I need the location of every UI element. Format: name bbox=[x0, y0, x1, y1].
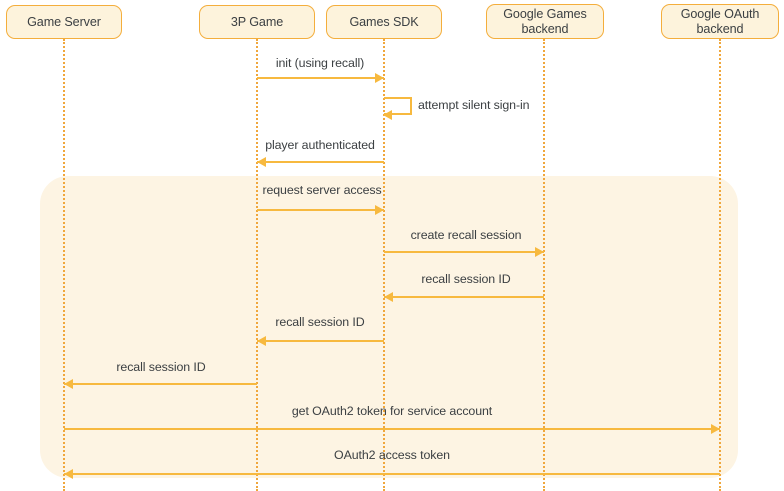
message-line-recall-session-id-3 bbox=[64, 383, 257, 385]
recall-highlight-region bbox=[40, 176, 738, 478]
message-line-player-authenticated bbox=[257, 161, 384, 163]
lifeline-game-server bbox=[63, 39, 65, 491]
actor-box-google-oauth[interactable]: Google OAuth backend bbox=[661, 4, 779, 39]
message-label-create-recall-session: create recall session bbox=[410, 228, 522, 242]
message-line-create-recall-session bbox=[384, 251, 544, 253]
message-line-init bbox=[257, 77, 384, 79]
message-label-recall-session-id-2: recall session ID bbox=[275, 315, 365, 329]
message-label-oauth2-access-token: OAuth2 access token bbox=[334, 448, 450, 462]
arrowhead-oauth2-access-token bbox=[64, 469, 73, 479]
message-line-recall-session-id-2 bbox=[257, 340, 384, 342]
arrowhead-player-authenticated bbox=[257, 157, 266, 167]
message-label-attempt-silent-signin: attempt silent sign-in bbox=[418, 98, 530, 112]
arrowhead-recall-session-id-3 bbox=[64, 379, 73, 389]
arrowhead-recall-session-id-1 bbox=[384, 292, 393, 302]
arrowhead-request-server-access bbox=[375, 205, 384, 215]
message-line-request-server-access bbox=[257, 209, 384, 211]
arrowhead-recall-session-id-2 bbox=[257, 336, 266, 346]
arrowhead-init bbox=[375, 73, 384, 83]
actor-label: 3P Game bbox=[230, 14, 284, 29]
message-line-get-oauth2-token bbox=[64, 428, 720, 430]
message-label-recall-session-id-3: recall session ID bbox=[116, 360, 206, 374]
arrowhead-create-recall-session bbox=[535, 247, 544, 257]
lifeline-3p-game bbox=[256, 39, 258, 491]
message-label-player-authenticated: player authenticated bbox=[265, 138, 375, 152]
message-line-recall-session-id-1 bbox=[384, 296, 544, 298]
lifeline-google-games bbox=[543, 39, 545, 491]
message-label-get-oauth2-token: get OAuth2 token for service account bbox=[291, 404, 493, 418]
actor-box-3p-game[interactable]: 3P Game bbox=[199, 5, 315, 39]
self-loop-attempt-silent-signin bbox=[384, 97, 412, 115]
arrowhead-get-oauth2-token bbox=[711, 424, 720, 434]
message-label-init: init (using recall) bbox=[275, 56, 365, 70]
actor-label: Google OAuth backend bbox=[680, 6, 760, 36]
actor-box-google-games[interactable]: Google Games backend bbox=[486, 4, 604, 39]
actor-label: Game Server bbox=[27, 14, 101, 29]
lifeline-games-sdk bbox=[383, 39, 385, 491]
actor-label: Games SDK bbox=[349, 14, 419, 29]
arrowhead-attempt-silent-signin bbox=[383, 110, 392, 120]
message-line-oauth2-access-token bbox=[64, 473, 720, 475]
message-label-request-server-access: request server access bbox=[262, 183, 382, 197]
actor-box-games-sdk[interactable]: Games SDK bbox=[326, 5, 442, 39]
actor-box-game-server[interactable]: Game Server bbox=[6, 5, 122, 39]
actor-label: Google Games backend bbox=[503, 6, 587, 36]
message-label-recall-session-id-1: recall session ID bbox=[421, 272, 511, 286]
lifeline-google-oauth bbox=[719, 39, 721, 491]
